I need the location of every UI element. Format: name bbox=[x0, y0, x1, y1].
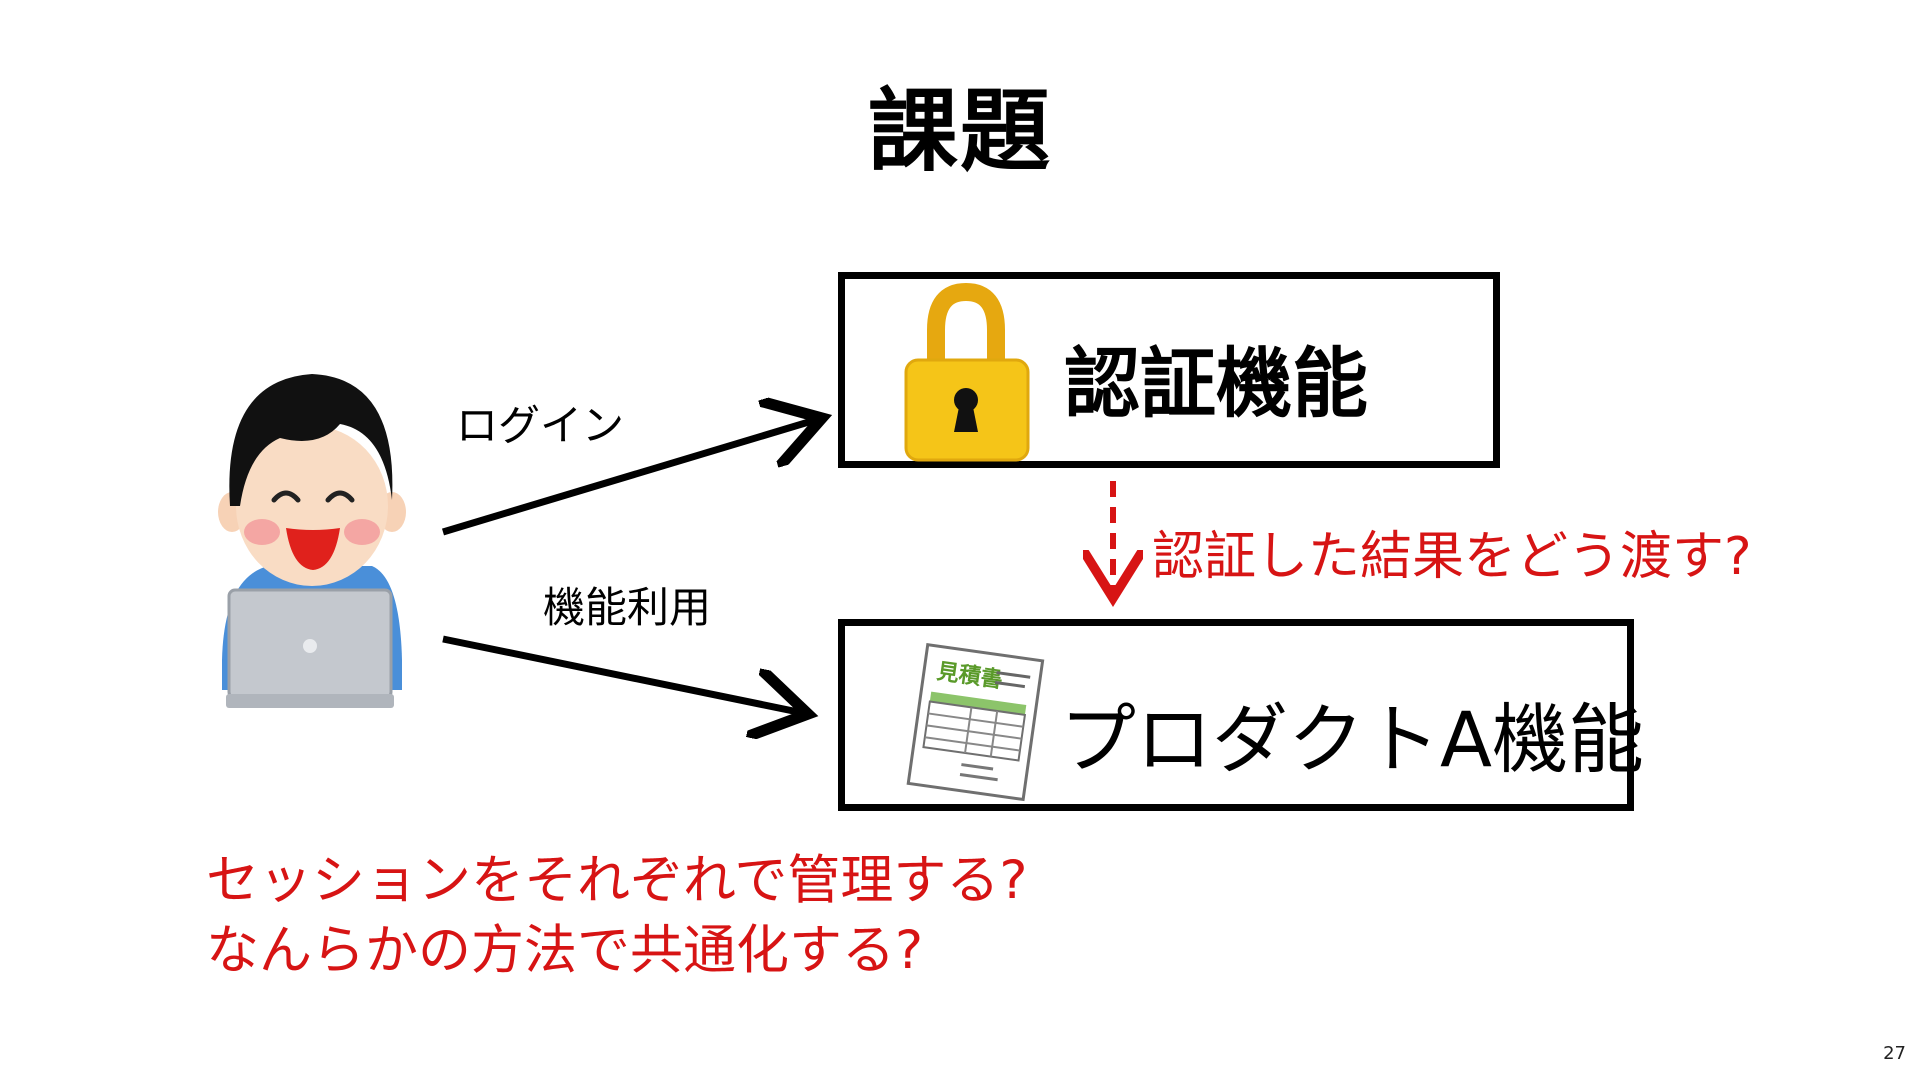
page-number: 27 bbox=[1883, 1043, 1906, 1064]
use-edge-label: 機能利用 bbox=[543, 583, 712, 632]
product-box-label: プロダクトA機能 bbox=[1060, 695, 1644, 784]
session-question-line2: なんらかの方法で共通化する? bbox=[206, 920, 924, 981]
login-edge-label: ログイン bbox=[456, 401, 625, 450]
auth-box-label: 認証機能 bbox=[1064, 339, 1368, 428]
use-arrow bbox=[442, 635, 808, 714]
handoff-question: 認証した結果をどう渡す? bbox=[1152, 527, 1752, 587]
slide-title: 課題 bbox=[868, 79, 1052, 184]
session-question-line1: セッションをそれぞれで管理する? bbox=[206, 850, 1028, 911]
login-arrow bbox=[441, 418, 822, 536]
